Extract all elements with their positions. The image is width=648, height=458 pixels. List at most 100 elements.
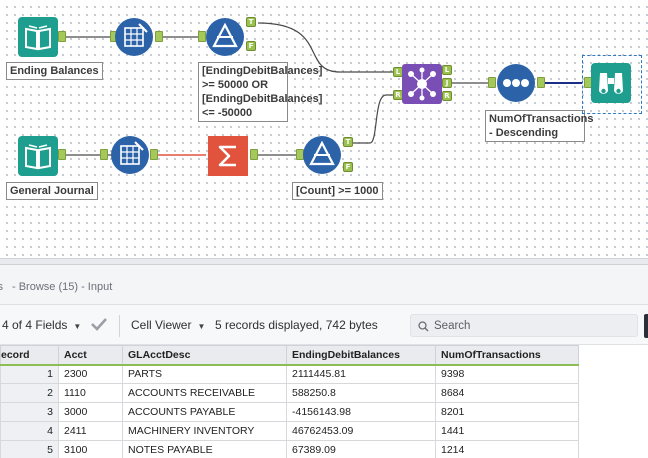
select-tool[interactable] — [110, 135, 150, 175]
join-tool[interactable] — [402, 64, 442, 104]
table-cell[interactable]: 3000 — [58, 402, 123, 422]
false-anchor[interactable]: F — [246, 41, 256, 51]
table-cell[interactable]: 2300 — [58, 364, 123, 384]
table-cell[interactable]: 2111445.81 — [286, 364, 436, 384]
table-cell[interactable]: ACCOUNTS RECEIVABLE — [122, 383, 287, 403]
join-icon — [402, 64, 442, 104]
annotation-filter-count: [Count] >= 1000 — [292, 182, 383, 200]
select-tool[interactable] — [114, 17, 154, 57]
summarize-tool[interactable] — [208, 136, 248, 176]
results-title-prefix: lts — [0, 281, 3, 293]
cell-viewer-dropdown[interactable]: Cell Viewer ▼ — [131, 318, 205, 332]
search-icon — [418, 321, 429, 332]
output-anchor[interactable] — [150, 149, 158, 160]
sort-dots-icon — [497, 64, 535, 102]
output-anchor[interactable] — [58, 31, 66, 42]
search-placeholder: Search — [434, 320, 471, 332]
true-anchor[interactable]: T — [246, 17, 256, 27]
filter-tool-count[interactable] — [302, 135, 342, 175]
chevron-down-icon: ▼ — [73, 322, 82, 331]
filter-tool-balances[interactable] — [205, 17, 245, 57]
sigma-icon — [208, 136, 248, 176]
input-tool-general-journal[interactable] — [18, 136, 58, 176]
table-cell[interactable]: 1110 — [58, 383, 123, 403]
table-cell[interactable]: 1214 — [435, 440, 579, 458]
join-left-output-anchor[interactable]: L — [442, 65, 452, 75]
join-right-output-anchor[interactable]: R — [442, 91, 452, 101]
annotation-filter-balances: [EndingDebitBalances] >= 50000 OR [Endin… — [198, 62, 322, 122]
table-cell[interactable]: 46762453.09 — [286, 421, 436, 441]
results-header: lts - Browse (15) - Input — [0, 265, 648, 305]
table-cell[interactable]: 1441 — [435, 421, 579, 441]
checkmark-icon — [91, 318, 107, 331]
output-anchor[interactable] — [250, 149, 258, 160]
table-cell[interactable]: 3100 — [58, 440, 123, 458]
false-anchor[interactable]: F — [343, 162, 353, 172]
header-row: ecord Acct GLAcctDesc EndingDebitBalance… — [0, 345, 579, 366]
table-cell[interactable]: 5 — [0, 440, 59, 458]
table-cell[interactable]: MACHINERY INVENTORY — [122, 421, 287, 441]
binoculars-icon — [591, 63, 631, 103]
results-title: - Browse (15) - Input — [12, 281, 113, 293]
table-cell[interactable]: PARTS — [122, 364, 287, 384]
table-cell[interactable]: 9398 — [435, 364, 579, 384]
output-anchor[interactable] — [537, 77, 545, 88]
workflow-canvas[interactable]: Ending Balances T F [EndingDebitBalances… — [0, 0, 648, 258]
column-header-glacctdesc[interactable]: GLAcctDesc — [122, 345, 287, 366]
column-header-endingdebitbalances[interactable]: EndingDebitBalances — [286, 345, 436, 366]
search-input[interactable]: Search — [410, 314, 638, 337]
join-output-anchor[interactable]: J — [442, 78, 452, 88]
table-cell[interactable]: 588250.8 — [286, 383, 436, 403]
table-cell[interactable]: 2 — [0, 383, 59, 403]
cell-viewer-label: Cell Viewer — [131, 318, 192, 332]
table-cell[interactable]: 67389.09 — [286, 440, 436, 458]
chevron-down-icon: ▼ — [197, 322, 206, 331]
output-anchor[interactable] — [155, 31, 163, 42]
table-cell[interactable]: NOTES PAYABLE — [122, 440, 287, 458]
table-cell[interactable]: 1 — [0, 364, 59, 384]
annotation-ending-balances: Ending Balances — [6, 62, 103, 80]
column-header-numoftransactions[interactable]: NumOfTransactions — [435, 345, 579, 366]
table-cell[interactable]: 4 — [0, 421, 59, 441]
results-table: ecord Acct GLAcctDesc EndingDebitBalance… — [0, 345, 579, 458]
fields-dropdown[interactable]: 4 of 4 Fields ▼ — [2, 318, 81, 332]
table-cell[interactable]: 8684 — [435, 383, 579, 403]
browse-tool[interactable] — [591, 63, 631, 103]
input-tool-ending-balances[interactable] — [18, 17, 58, 57]
sort-tool[interactable] — [496, 63, 536, 103]
table-cell[interactable]: 3 — [0, 402, 59, 422]
filter-triangle-icon — [206, 18, 244, 56]
input-anchor[interactable] — [100, 149, 108, 160]
annotation-sort: NumOfTransactions - Descending — [485, 110, 594, 142]
select-columns-icon — [111, 136, 149, 174]
output-anchor[interactable] — [58, 149, 66, 160]
table-cell[interactable]: -4156143.98 — [286, 402, 436, 422]
input-anchor[interactable] — [198, 31, 206, 42]
table-cell[interactable]: 2411 — [58, 421, 123, 441]
input-anchor[interactable] — [488, 77, 496, 88]
toolbar-divider — [119, 315, 120, 337]
apply-checkmark-button[interactable] — [90, 316, 108, 335]
selection-outline — [582, 55, 642, 114]
panel-edge-button[interactable] — [644, 314, 648, 338]
column-header-acct[interactable]: Acct — [58, 345, 123, 366]
select-columns-icon — [115, 18, 153, 56]
connection-wires — [62, 22, 582, 156]
panel-splitter[interactable] — [0, 258, 648, 265]
results-grid[interactable]: ecord Acct GLAcctDesc EndingDebitBalance… — [0, 345, 648, 458]
book-icon — [18, 136, 58, 176]
table-cell[interactable]: ACCOUNTS PAYABLE — [122, 402, 287, 422]
column-header-record[interactable]: ecord — [0, 345, 59, 366]
book-icon — [18, 17, 58, 57]
fields-dropdown-label: 4 of 4 Fields — [2, 318, 68, 332]
table-cell[interactable]: 8201 — [435, 402, 579, 422]
records-info: 5 records displayed, 742 bytes — [215, 318, 378, 332]
annotation-general-journal: General Journal — [6, 182, 98, 200]
true-anchor[interactable]: T — [343, 137, 353, 147]
